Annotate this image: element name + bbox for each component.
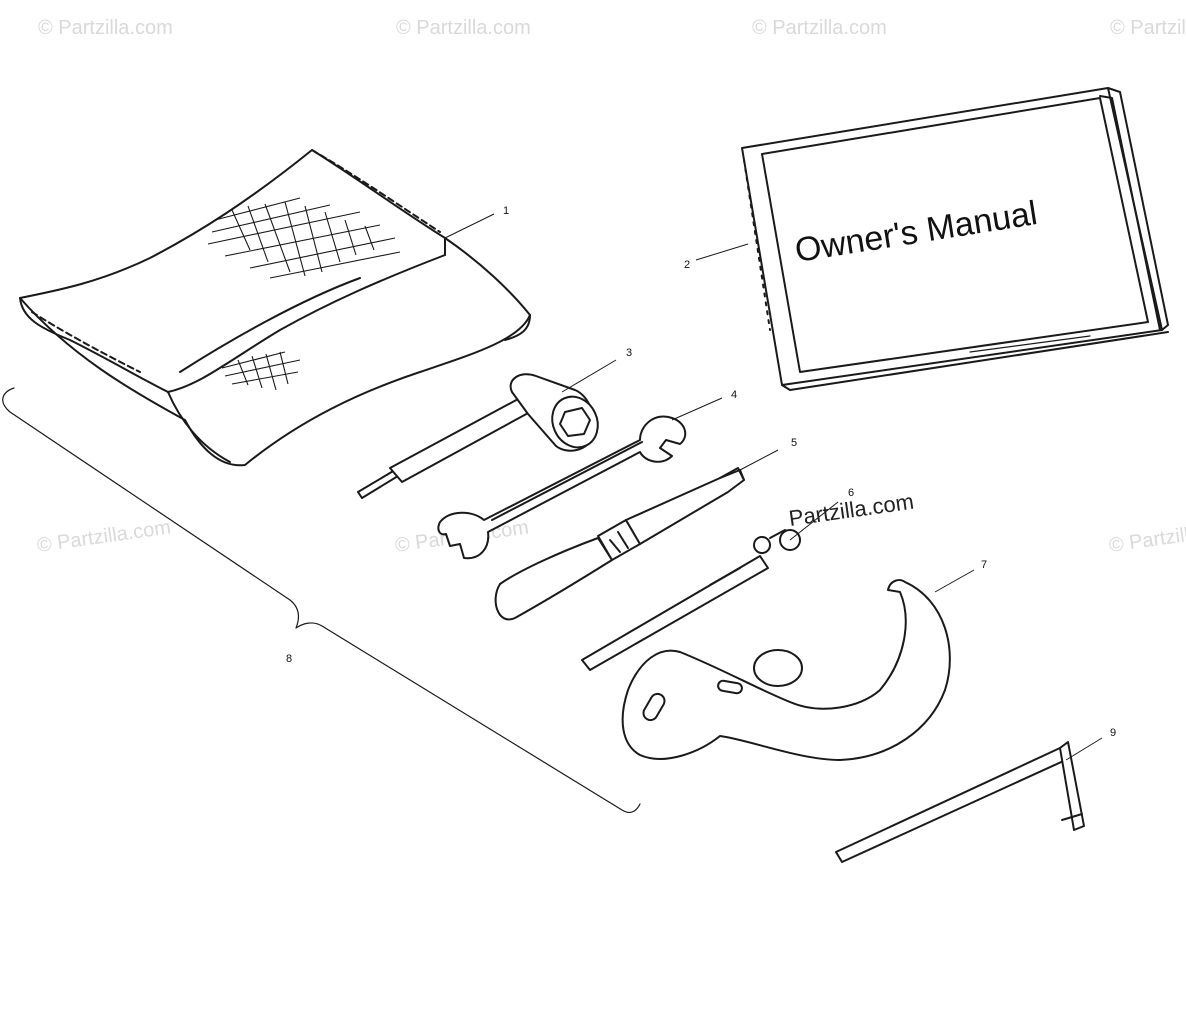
- open-end-wrench-icon: [437, 415, 687, 560]
- watermark-text: © Partzilla.com: [1108, 516, 1186, 557]
- hex-key-icon: [835, 741, 1085, 863]
- callout-5: 5: [791, 437, 797, 449]
- callout-1: 1: [503, 205, 509, 217]
- tool-pouch-icon: [19, 149, 531, 467]
- callout-2: 2: [684, 259, 690, 271]
- callout-8: 8: [286, 653, 292, 665]
- watermark-text: © Partzilla.com: [36, 516, 173, 557]
- kit-bracket: [2, 387, 641, 814]
- watermark-text: © Partzilla.com: [396, 17, 531, 39]
- feeler-gauge-pen-icon: [581, 529, 801, 671]
- owners-manual-icon: Owner's Manual: [741, 87, 1169, 391]
- callout-3: 3: [626, 347, 632, 359]
- leader-lines: [444, 213, 1103, 761]
- callout-7: 7: [981, 559, 987, 571]
- callout-6: 6: [848, 487, 854, 499]
- watermark-text: © Partzilla.com: [38, 17, 173, 39]
- watermark-text: © Partzilla.com: [1110, 17, 1186, 39]
- callout-9: 9: [1110, 727, 1116, 739]
- callout-4: 4: [731, 389, 737, 401]
- screwdriver-icon: [494, 467, 745, 621]
- watermark-text: © Partzilla.com: [752, 17, 887, 39]
- spark-plug-wrench-icon: [357, 373, 599, 499]
- hook-spanner-icon: [621, 579, 951, 761]
